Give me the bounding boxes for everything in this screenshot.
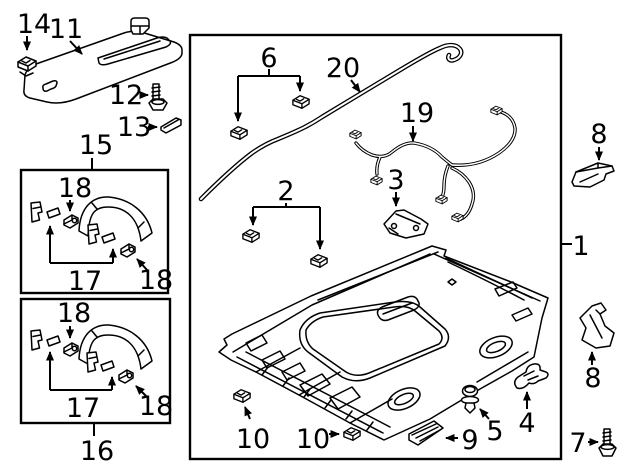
retainer-6b[interactable] [292,95,310,109]
callout-5[interactable]: 5 [486,416,503,447]
bracket-6 [238,69,300,77]
retainer-6a[interactable] [230,126,248,140]
callout-9[interactable]: 9 [461,425,478,456]
callout-4[interactable]: 4 [518,408,535,439]
leader-20 [350,79,361,93]
grip-spacer-rear-1[interactable] [46,335,61,347]
vent-grille-part[interactable] [408,420,444,446]
headliner-drawing[interactable] [218,245,549,441]
callout-18-front-top[interactable]: 18 [58,173,92,204]
callout-12[interactable]: 12 [109,80,143,111]
callout-18-rear-side[interactable]: 18 [139,391,173,422]
grip-bracket-front-1[interactable] [30,201,43,223]
grip-box-rear-group: 18 17 18 16 [19,297,173,467]
wire-harness-drawing[interactable] [349,105,517,223]
callout-18-rear-top[interactable]: 18 [57,298,91,329]
assist-grip-front[interactable] [78,196,153,242]
bracket-2 [253,203,320,208]
grip-spacer-front-1[interactable] [46,207,61,219]
callout-13[interactable]: 13 [117,112,151,143]
leader-18-front-side [136,258,149,272]
bolt-part[interactable] [598,428,617,457]
side-bracket-lower-part[interactable] [579,302,615,349]
clip-10-left[interactable] [233,389,251,403]
callout-7[interactable]: 7 [569,428,586,459]
callout-10-mid[interactable]: 10 [296,424,330,455]
clip-10-mid[interactable] [343,427,361,441]
callout-19[interactable]: 19 [400,98,434,129]
visor-holder-part[interactable] [160,117,182,134]
callout-14[interactable]: 14 [17,9,51,40]
antenna-cable-drawing[interactable] [198,42,464,202]
callout-17-rear[interactable]: 17 [66,393,100,424]
grip-box-front-group: 15 18 17 18 [19,130,173,297]
hook-bracket-part[interactable] [514,363,549,390]
grip-spacer-front-2[interactable] [101,232,116,244]
callout-8-lower[interactable]: 8 [584,363,601,394]
grip-spacer-rear-2[interactable] [100,360,115,372]
callout-6[interactable]: 6 [260,43,277,74]
callout-16[interactable]: 16 [80,436,114,467]
leader-5 [479,408,490,420]
grip-bracket-rear-2[interactable] [86,351,99,373]
callout-1[interactable]: 1 [572,231,589,262]
clip-2b[interactable] [310,254,328,268]
callout-8-upper[interactable]: 8 [590,119,607,150]
grip-box-front-frame [19,168,170,295]
grip-cap-rear-side[interactable] [118,369,134,384]
callout-18-front-side[interactable]: 18 [139,265,173,296]
clip-2a[interactable] [242,229,260,243]
callout-2[interactable]: 2 [277,176,294,207]
console-bracket-part[interactable] [383,209,429,239]
leader-11 [69,40,83,55]
callout-17-front[interactable]: 17 [68,266,102,297]
grip-cap-front-top[interactable] [63,214,79,229]
main-box-group: 20 6 2 [188,33,563,461]
assist-grip-rear[interactable] [78,324,153,370]
right-side-parts-group: 8 1 8 7 [561,119,617,459]
callout-3[interactable]: 3 [387,165,404,196]
leader-10-left [244,406,252,420]
push-pin-part[interactable] [460,384,480,414]
callout-15[interactable]: 15 [79,130,113,161]
grip-cap-front-side[interactable] [120,243,136,258]
leader-18-rear-side [135,385,148,398]
callout-11[interactable]: 11 [49,14,83,45]
visor-screw-part[interactable] [148,83,168,111]
callout-20[interactable]: 20 [326,53,360,84]
sun-visor-group: 14 11 12 13 [17,9,183,143]
visor-clip-part[interactable] [17,56,37,77]
sun-visor-drawing[interactable] [23,17,183,104]
side-bracket-upper-part[interactable] [571,162,615,188]
grip-box-rear-frame [19,297,172,425]
main-box-frame [188,33,563,461]
grip-bracket-front-2[interactable] [87,223,100,245]
callout-10-left[interactable]: 10 [236,424,270,455]
grip-bracket-rear-1[interactable] [30,329,43,351]
grip-cap-rear-top[interactable] [63,342,79,357]
